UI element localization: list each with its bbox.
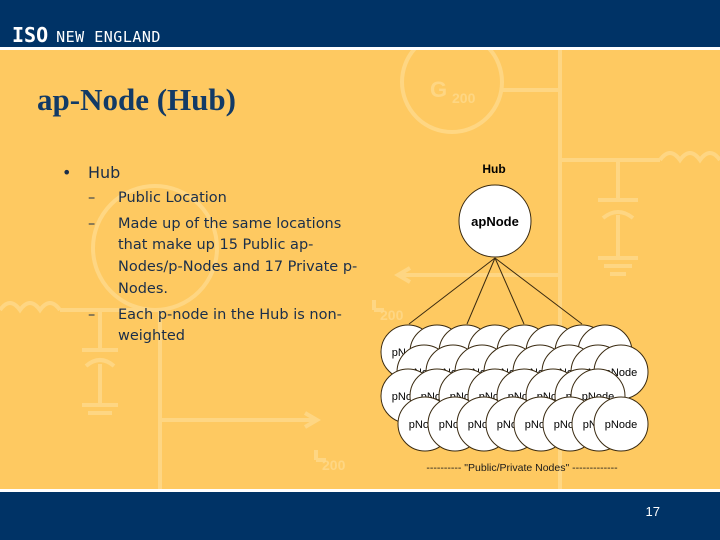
hub-diagram-svg: Hub pNodepNodepNodepNodepNodepNodepNodep…	[380, 162, 649, 474]
sub-bullet-non-weighted: – Each p-node in the Hub is non-weighted	[62, 305, 362, 348]
sub-bullet-marker: –	[88, 190, 96, 206]
header-bar: ISO NEW ENGLAND	[0, 0, 720, 47]
brand-logo: ISO NEW ENGLAND	[12, 25, 161, 45]
svg-text:pNode: pNode	[605, 419, 637, 431]
sub-bullet-text: Made up of the same locations that make …	[118, 215, 358, 297]
brand-new-england: NEW ENGLAND	[56, 28, 161, 46]
load-label-1: 200	[380, 307, 404, 323]
page-number: 17	[645, 504, 660, 519]
footer-bar: 17	[0, 492, 720, 540]
connector-lines	[408, 257, 583, 325]
apnode-circle	[458, 184, 532, 258]
bullet-hub: • Hub	[62, 162, 362, 184]
sub-bullet-marker: –	[88, 306, 96, 323]
diagram-caption: ---------- "Public/Private Nodes" ------…	[426, 462, 618, 474]
bullet-list: • Hub – Public Location – Made up of the…	[62, 162, 362, 348]
header-divider	[0, 47, 720, 50]
sub-bullet-marker: –	[88, 215, 96, 232]
sub-bullet-made-up-of: – Made up of the same locations that mak…	[62, 214, 362, 301]
brand-iso: ISO	[12, 23, 49, 47]
apnode-label: apNode	[471, 214, 519, 229]
bullet-marker: •	[62, 163, 72, 182]
generator-sub-label: 200	[452, 90, 476, 106]
load-label-2: 200	[322, 457, 346, 473]
bullet-text: Hub	[88, 163, 121, 182]
generator-label: G	[430, 77, 447, 102]
slide-title: ap-Node (Hub)	[37, 82, 236, 117]
generator-circle-icon	[400, 50, 504, 134]
sub-bullet-text: Public Location	[118, 190, 227, 206]
inductor-icon	[658, 151, 720, 164]
pnode-grid: pNodepNodepNodepNodepNodepNodepNodepNode…	[380, 324, 649, 452]
sub-bullet-text: Each p-node in the Hub is non-weighted	[118, 306, 342, 345]
footer-divider	[0, 489, 720, 492]
pnode: pNode	[593, 396, 649, 452]
sub-bullet-public-location: – Public Location	[62, 188, 362, 210]
diagram-title: Hub	[482, 162, 505, 176]
background-schematic: G 200 200 200	[0, 50, 720, 489]
